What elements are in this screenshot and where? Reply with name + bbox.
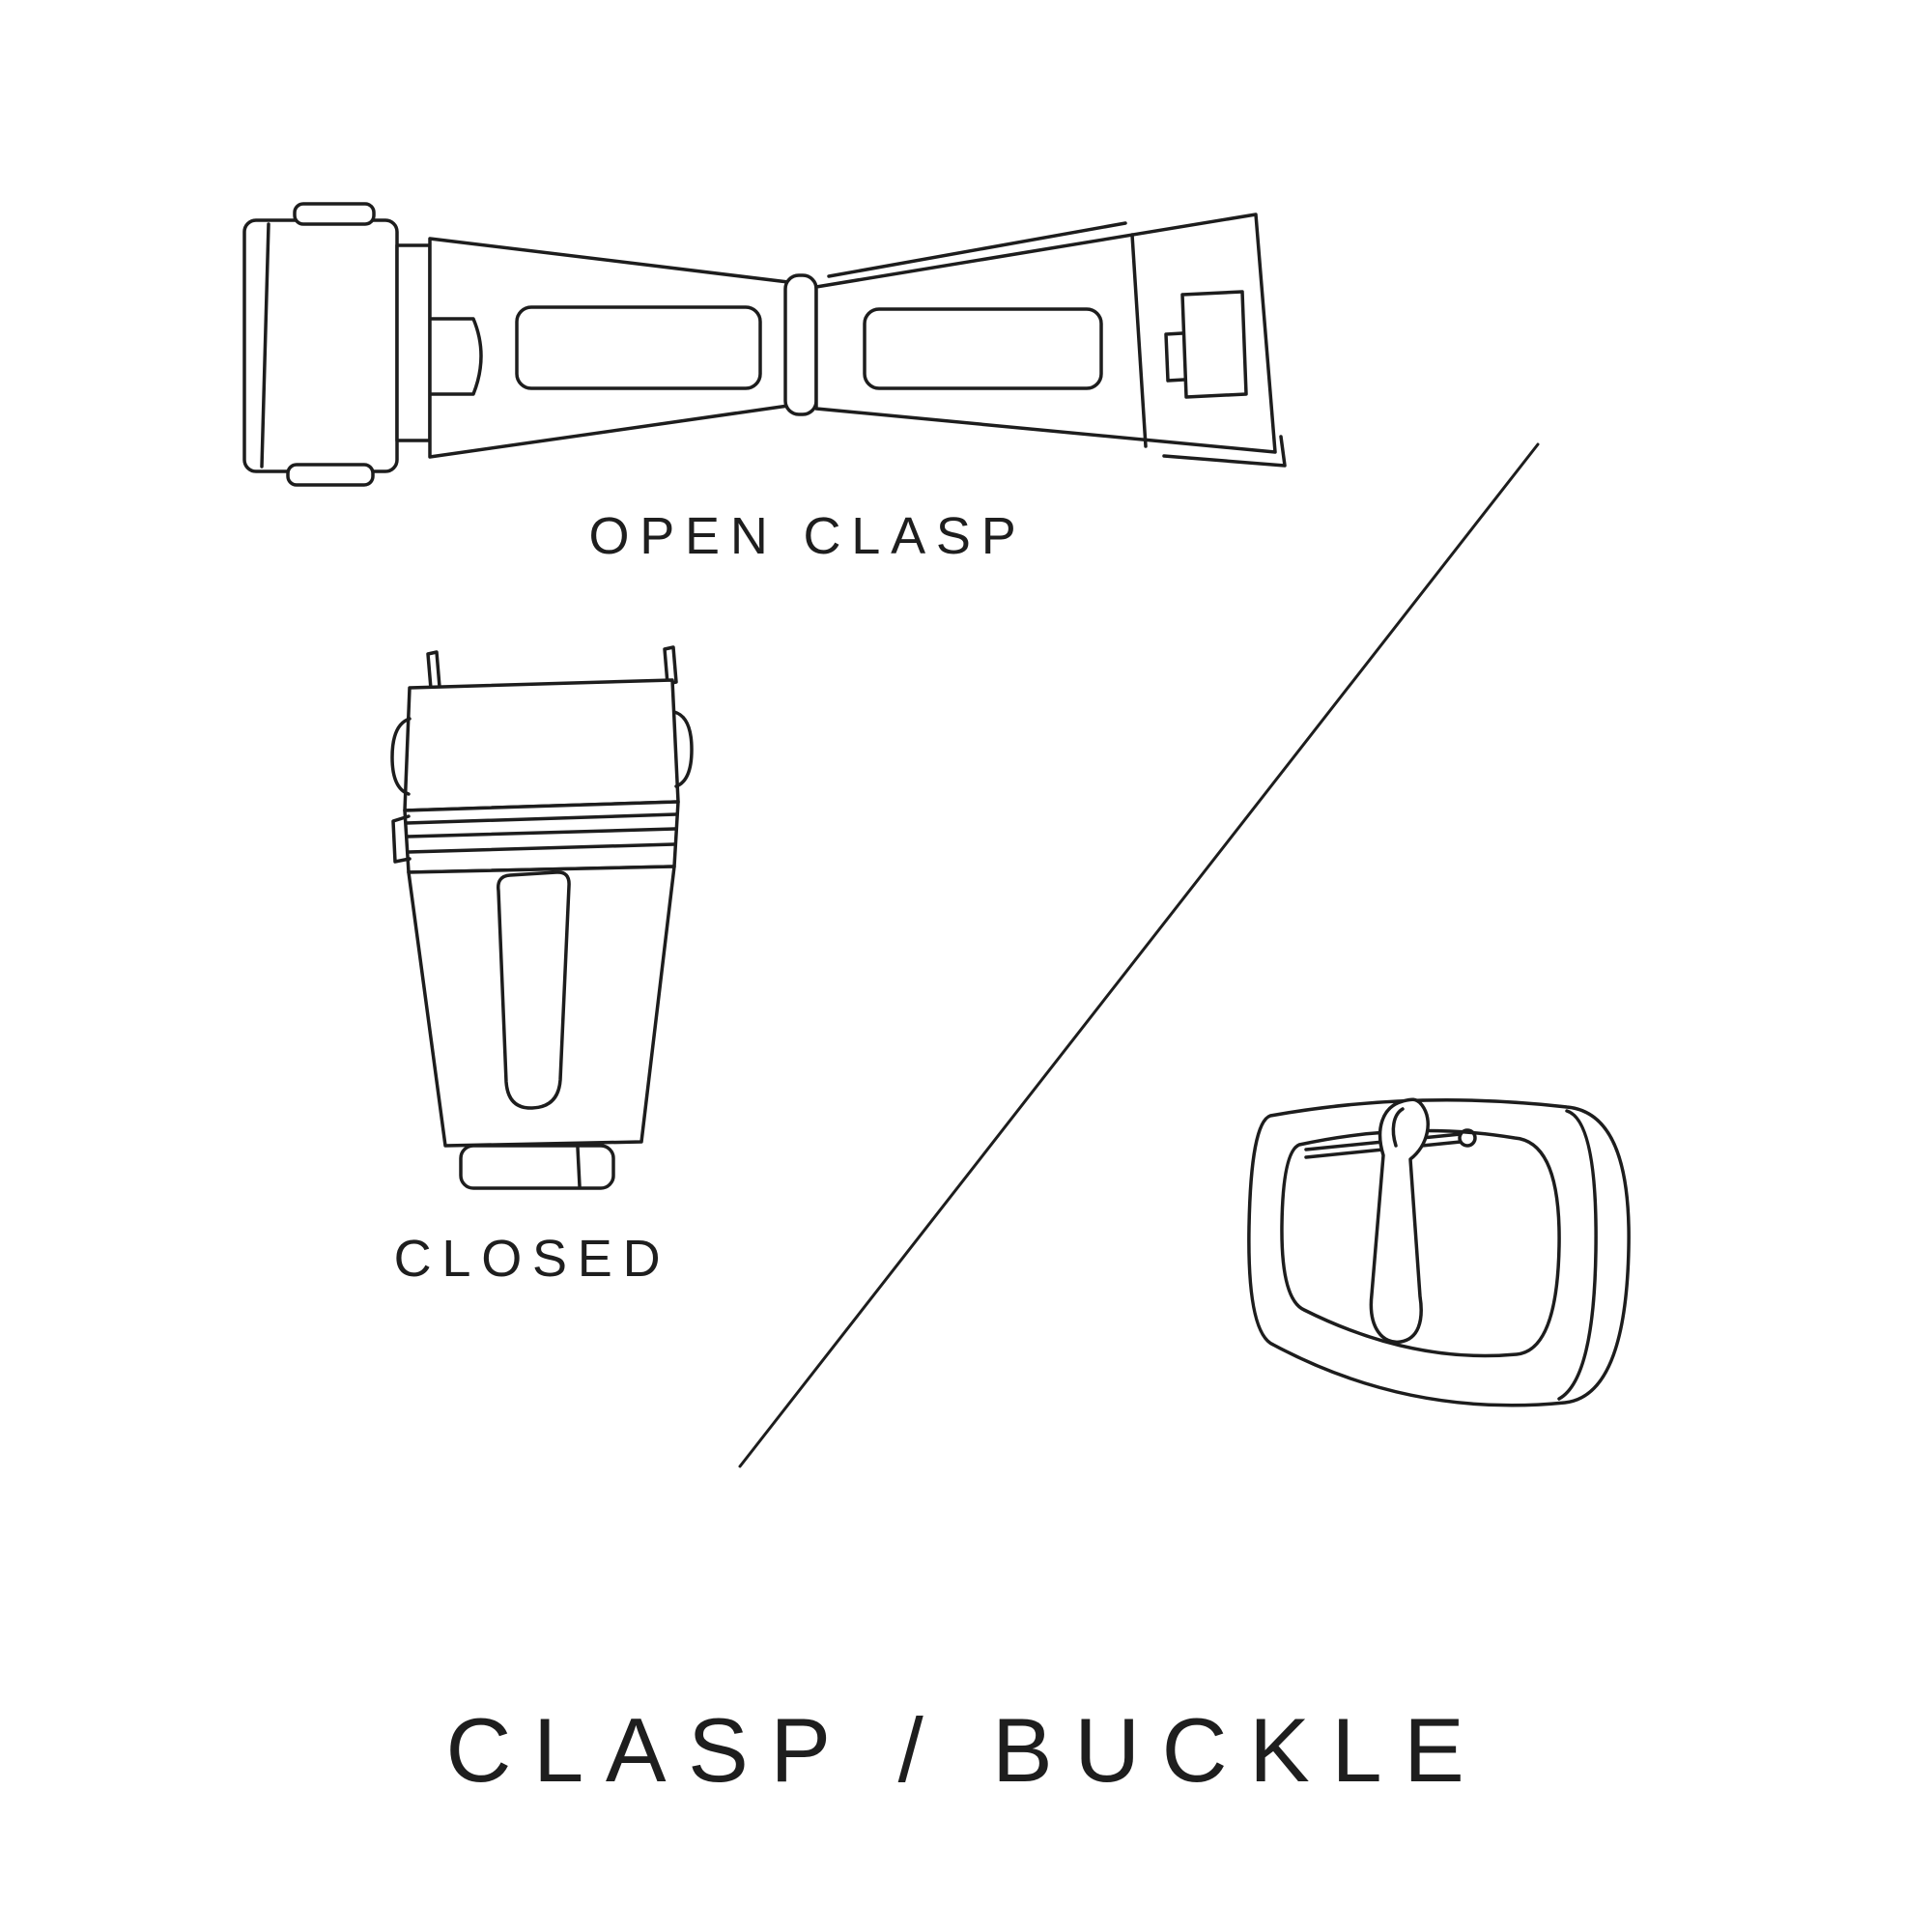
closed-clasp-label: CLOSED — [393, 1230, 671, 1288]
buckle-illustration — [1247, 1097, 1631, 1407]
page-title: CLASP / BUCKLE — [445, 1699, 1487, 1801]
open-clasp-illustration — [242, 202, 1287, 487]
divider-line — [738, 442, 1540, 1468]
open-clasp-label: OPEN CLASP — [588, 507, 1027, 565]
closed-clasp-illustration — [390, 645, 694, 1190]
